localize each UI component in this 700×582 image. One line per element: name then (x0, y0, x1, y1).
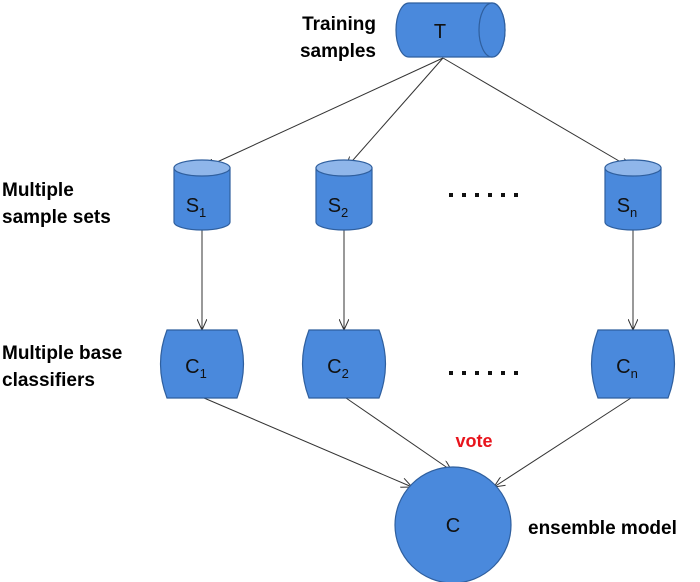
classifier-node-2-sub: 2 (342, 366, 349, 381)
classifiers-label-line1: Multiple base (2, 343, 122, 364)
edge-t-sn (442, 57, 631, 168)
classifier-node-n: Cn (590, 329, 676, 399)
ellipsis-samples (449, 193, 518, 197)
training-label-line2: samples (300, 41, 376, 62)
svg-text:S1: S1 (186, 195, 207, 220)
vote-label: vote (455, 431, 492, 451)
ensemble-node-label: C (446, 515, 460, 537)
ensemble-node: C (394, 466, 512, 582)
classifier-node-n-sub: n (631, 366, 638, 381)
edge-c2-c (345, 397, 452, 471)
classifier-node-1: C1 (159, 329, 245, 399)
edge-c1-c (203, 397, 412, 487)
training-node: T (395, 2, 506, 58)
edge-t-s1 (204, 57, 444, 168)
svg-text:C1: C1 (185, 356, 207, 381)
sample-node-1-label: S (186, 195, 199, 217)
svg-text:S2: S2 (328, 195, 349, 220)
svg-text:C2: C2 (327, 356, 349, 381)
sample-node-n-sub: n (630, 205, 637, 220)
training-node-label: T (434, 21, 446, 43)
edges (202, 57, 633, 487)
ellipsis-classifiers (449, 371, 518, 375)
ensemble-model-label: ensemble model (528, 518, 677, 539)
svg-text:Sn: Sn (617, 195, 638, 220)
edge-t-s2 (346, 57, 444, 168)
classifier-node-1-sub: 1 (200, 366, 207, 381)
cylinder-end (478, 2, 506, 58)
sample-node-2: S2 (315, 159, 373, 231)
sample-node-n-label: S (617, 195, 630, 217)
sample-sets-label-line1: Multiple (2, 180, 74, 201)
classifier-node-2: C2 (301, 329, 387, 399)
sample-node-2-sub: 2 (341, 205, 348, 220)
sample-node-1: S1 (173, 159, 231, 231)
sample-node-2-label: S (328, 195, 341, 217)
training-label-line1: Training (302, 14, 376, 35)
classifier-node-2-label: C (327, 356, 341, 378)
classifier-node-1-label: C (185, 356, 199, 378)
svg-text:Cn: Cn (616, 356, 638, 381)
sample-node-1-sub: 1 (199, 205, 206, 220)
classifiers-label-line2: classifiers (2, 370, 95, 391)
sample-sets-label-line2: sample sets (2, 207, 111, 228)
classifier-node-n-label: C (616, 356, 630, 378)
edge-cn-c (494, 397, 632, 487)
sample-node-n: Sn (604, 159, 662, 231)
